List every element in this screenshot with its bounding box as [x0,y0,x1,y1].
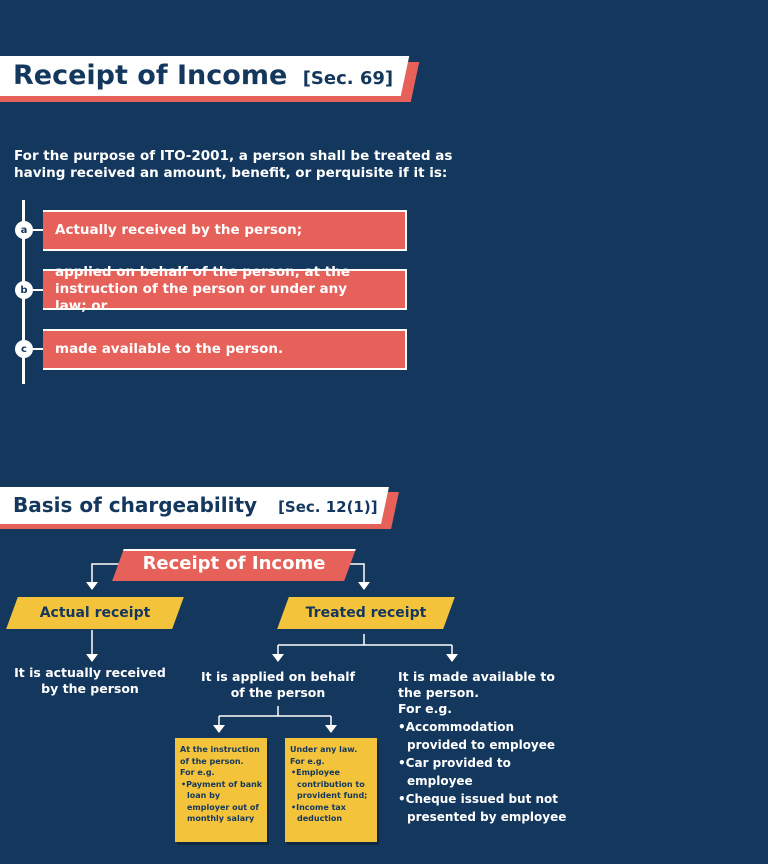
arrowhead-applied [272,654,284,662]
note2-item-1: Employee contribution to provident fund; [290,767,373,802]
section2-title-banner: Basis of chargeability [Sec. 12(1)] [0,487,400,529]
applied-desc: It is applied on behalf of the person [200,669,356,700]
available-block: It is made available to the person. For … [398,669,568,826]
root-node: Receipt of Income [112,549,356,581]
connector-b [33,289,44,291]
available-example-3: Cheque issued but not presented by emplo… [398,790,568,826]
connector-a [33,229,44,231]
arrowhead-note1 [213,725,225,733]
section2-ref: [Sec. 12(1)] [278,498,378,516]
arrowhead-available [446,654,458,662]
note1-list: Payment of bank loan by employer out of … [180,779,263,825]
actual-desc: It is actually received by the person [14,665,166,696]
note2-eg: For e.g. [290,756,325,766]
available-example-1: Accommodation provided to employee [398,718,568,754]
root-node-label: Receipt of Income [142,553,326,574]
treated-receipt-node: Treated receipt [277,597,455,629]
root-to-actual-line [91,563,128,584]
arrowhead-actual-desc [86,654,98,662]
available-examples: Accommodation provided to employee Car p… [398,718,568,826]
actual-receipt-label: Actual receipt [39,605,151,621]
note2-lead: Under any law. [290,745,358,754]
arrowhead-note2 [325,725,337,733]
section1-ref: [Sec. 69] [302,68,394,89]
note-law: Under any law. For e.g. Employee contrib… [285,738,377,842]
note2-item-2: Income tax deduction [290,802,373,825]
treated-receipt-label: Treated receipt [305,605,427,621]
arrowhead-treated [358,582,370,590]
section1-title: Receipt of Income [13,60,288,91]
condition-a: Actually received by the person; [43,210,407,251]
note1-item-1: Payment of bank loan by employer out of … [180,779,263,825]
note1-eg: For e.g. [180,768,215,777]
note1-lead: At the instruction of the person. [180,745,260,766]
marker-c: c [15,340,33,358]
available-eg: For e.g. [398,701,453,716]
condition-c: made available to the person. [43,329,407,370]
available-example-2: Car provided to employee [398,754,568,790]
section1-title-banner: Receipt of Income [Sec. 69] [0,56,420,102]
section1-intro: For the purpose of ITO-2001, a person sh… [14,148,453,181]
available-desc: It is made available to the person. [398,669,555,700]
actual-receipt-node: Actual receipt [6,597,184,629]
marker-a: a [15,221,33,239]
section2-title: Basis of chargeability [13,493,258,517]
note-instruction: At the instruction of the person. For e.… [175,738,267,842]
connector-c [33,348,44,350]
marker-b: b [15,281,33,299]
arrowhead-actual [86,582,98,590]
note2-list: Employee contribution to provident fund;… [290,767,373,825]
